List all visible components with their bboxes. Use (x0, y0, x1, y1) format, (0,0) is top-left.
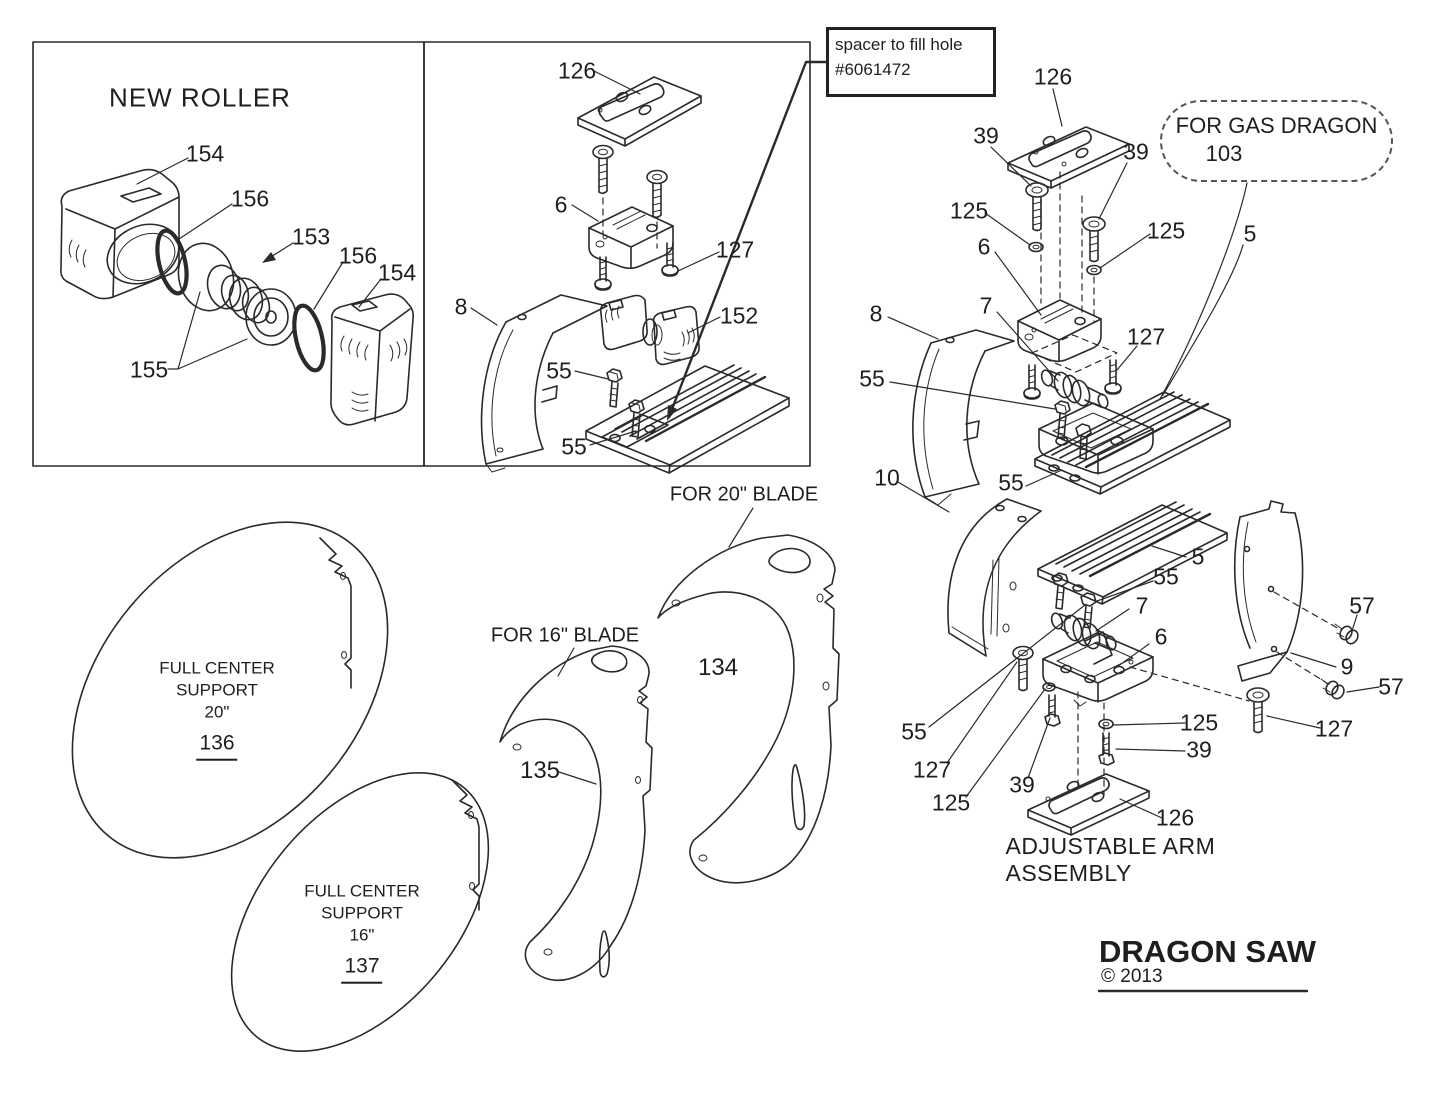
part-label-153: 153 (291, 223, 331, 250)
support-16-line1: FULL CENTER (304, 881, 420, 901)
part-label-10: 10 (874, 464, 900, 491)
part-label-9: 9 (1340, 653, 1354, 680)
part-label-126-bottom: 126 (1155, 804, 1195, 831)
blade-guard-16-drawing (499, 645, 653, 982)
full-center-support-20-drawing (71, 521, 389, 859)
part-label-136: 136 (196, 730, 238, 761)
part-label-39-top-right: 39 (1123, 138, 1149, 165)
gas-dragon-title: FOR GAS DRAGON (1175, 113, 1378, 138)
part-label-8-box2: 8 (454, 293, 468, 320)
support-16-text: FULL CENTER SUPPORT 16" 137 (304, 881, 420, 984)
blade-20-caption: FOR 20" BLADE (669, 483, 819, 506)
part-label-152: 152 (719, 302, 759, 329)
new-roller-title: NEW ROLLER (109, 82, 291, 113)
part-label-39-top-left: 39 (973, 122, 999, 149)
part-label-103: 103 (1205, 141, 1243, 166)
support-16-line2: SUPPORT (321, 903, 403, 923)
part-label-55-lower: 55 (1153, 563, 1179, 590)
support-20-line2: SUPPORT (176, 680, 258, 700)
part-label-5-mid: 5 (1191, 543, 1205, 570)
gas-dragon-bubble: FOR GAS DRAGON 103 (1160, 100, 1393, 182)
part-label-7-lower: 7 (1135, 592, 1149, 619)
part-label-57-top: 57 (1349, 592, 1375, 619)
part-label-154-right: 154 (377, 259, 417, 286)
part-label-154-left: 154 (185, 140, 225, 167)
spacer-callout: spacer to fill hole #6061472 (826, 27, 996, 97)
part-label-55-mid: 55 (998, 469, 1024, 496)
part-label-156-right: 156 (338, 242, 378, 269)
new-roller-drawing (60, 157, 414, 426)
part-label-55-box2-upper: 55 (546, 357, 572, 384)
adjustable-arm-drawing (887, 88, 1380, 836)
roller-bracket-drawing (470, 70, 790, 474)
part-label-6-upper: 6 (977, 233, 991, 260)
support-20-line1: FULL CENTER (159, 658, 275, 678)
blade-guard-20-drawing (657, 507, 840, 884)
part-label-127-bottom-left: 127 (912, 756, 952, 783)
part-label-127-box2: 127 (715, 236, 755, 263)
blade-16-caption: FOR 16" BLADE (490, 624, 640, 647)
part-label-155: 155 (129, 356, 169, 383)
part-label-126-top: 126 (1033, 63, 1073, 90)
part-label-6-box2: 6 (554, 191, 568, 218)
part-label-127-right: 127 (1314, 715, 1354, 742)
part-label-134: 134 (697, 654, 739, 681)
part-label-126-box2: 126 (557, 57, 597, 84)
support-16-line3: 16" (349, 925, 375, 945)
part-label-6-lower: 6 (1154, 623, 1168, 650)
part-label-5-top: 5 (1243, 220, 1257, 247)
part-label-156-left: 156 (230, 185, 270, 212)
part-label-55-left: 55 (859, 365, 885, 392)
roller-bracket-box-border (423, 41, 811, 467)
assembly-caption: ADJUSTABLE ARM ASSEMBLY (1005, 833, 1216, 886)
part-label-137: 137 (341, 953, 383, 984)
part-label-39-bottom-right: 39 (1186, 736, 1212, 763)
spacer-callout-line1: spacer to fill hole (835, 35, 963, 54)
part-label-125-bottom-left: 125 (931, 789, 971, 816)
brand-name: DRAGON SAW (1099, 934, 1316, 969)
support-20-line3: 20" (204, 702, 230, 722)
part-label-7-upper: 7 (979, 292, 993, 319)
part-label-8-assembly: 8 (869, 300, 883, 327)
part-label-55-bottom-left: 55 (901, 718, 927, 745)
full-center-support-16-drawing (230, 772, 490, 1052)
spacer-callout-line2: #6061472 (835, 59, 911, 79)
spacer-callout-leader (667, 60, 828, 421)
part-label-125-upper-right: 125 (1146, 217, 1186, 244)
part-label-57-bottom: 57 (1378, 673, 1404, 700)
support-20-text: FULL CENTER SUPPORT 20" 136 (159, 658, 275, 761)
part-label-125-upper-left: 125 (949, 197, 989, 224)
brand-copyright: © 2013 (1101, 966, 1163, 987)
part-label-125-bottom-right: 125 (1179, 709, 1219, 736)
part-label-55-box2-lower: 55 (561, 433, 587, 460)
part-label-39-bottom: 39 (1009, 771, 1035, 798)
part-label-135: 135 (519, 757, 561, 784)
part-label-127-upper: 127 (1126, 323, 1166, 350)
